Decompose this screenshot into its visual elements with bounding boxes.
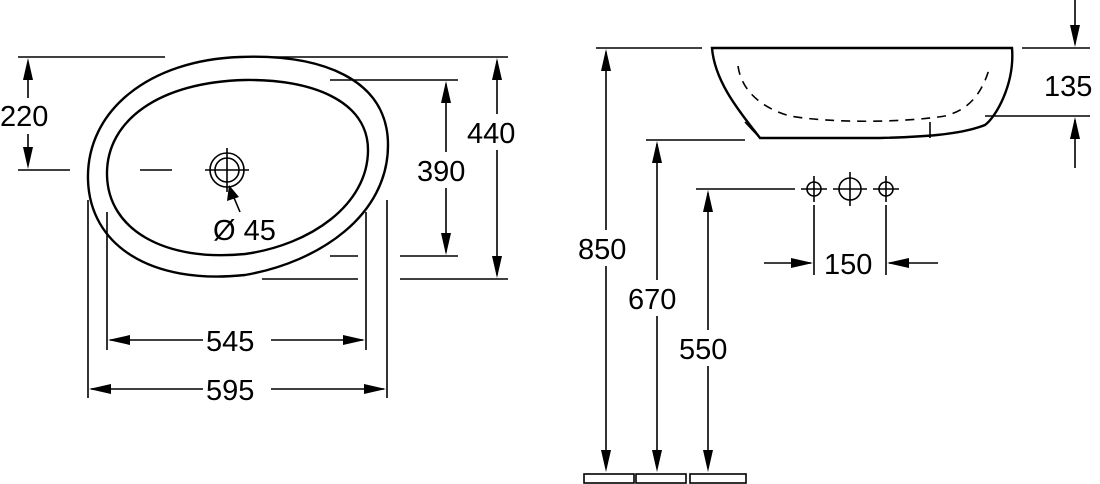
dim-arrow-135-bottom [1070,117,1080,139]
tap-center-symbol [833,172,867,206]
dim-label-550: 550 [679,334,727,366]
top-view: Ø 45 220 390 440 [0,55,528,407]
dim-arrow-135-top [1070,25,1080,47]
dim-arrow-220-bottom [23,147,33,169]
dim-arrow-220-top [23,58,33,80]
dim-arrow-850-bottom [601,450,611,472]
tap-right-symbol [873,176,899,202]
dim-arrow-670-top [652,141,662,163]
dim-arrow-390-bottom [441,233,451,255]
dim-arrow-595-left [89,384,111,394]
side-view: 135 150 850 [576,0,1092,484]
dim-label-850: 850 [578,234,626,266]
basin-inner-outline [105,78,370,257]
dim-arrow-440-top [492,58,502,80]
dim-label-135: 135 [1044,71,1092,103]
dim-arrow-150-right [887,258,909,268]
basin-side-profile [710,46,1014,140]
dim-arrow-390-top [441,81,451,103]
basin-outer-outline [86,55,390,278]
dim-label-440: 440 [467,118,515,150]
drain-leader-arrow [227,185,239,201]
drain-symbol [205,148,249,192]
dim-arrow-595-right [364,384,386,394]
dim-label-220: 220 [0,101,48,133]
drain-diameter-label: Ø 45 [213,215,276,247]
tap-left-symbol [801,176,827,202]
basin-inner-hidden [737,65,991,123]
dim-arrow-550-bottom [703,450,713,472]
dim-label-595: 595 [206,375,254,407]
dim-label-390: 390 [417,156,465,188]
dim-arrow-550-top [703,190,713,212]
dim-arrow-850-top [601,49,611,71]
basin-foot-left [744,121,761,139]
dim-arrow-150-left [791,258,813,268]
dim-label-670: 670 [628,284,676,316]
dim-label-150: 150 [824,249,872,281]
floor-line [583,473,747,484]
dim-arrow-545-right [343,335,365,345]
dim-arrow-670-bottom [652,450,662,472]
dim-label-545: 545 [206,326,254,358]
dim-arrow-440-bottom [492,256,502,278]
dim-arrow-545-left [108,335,130,345]
